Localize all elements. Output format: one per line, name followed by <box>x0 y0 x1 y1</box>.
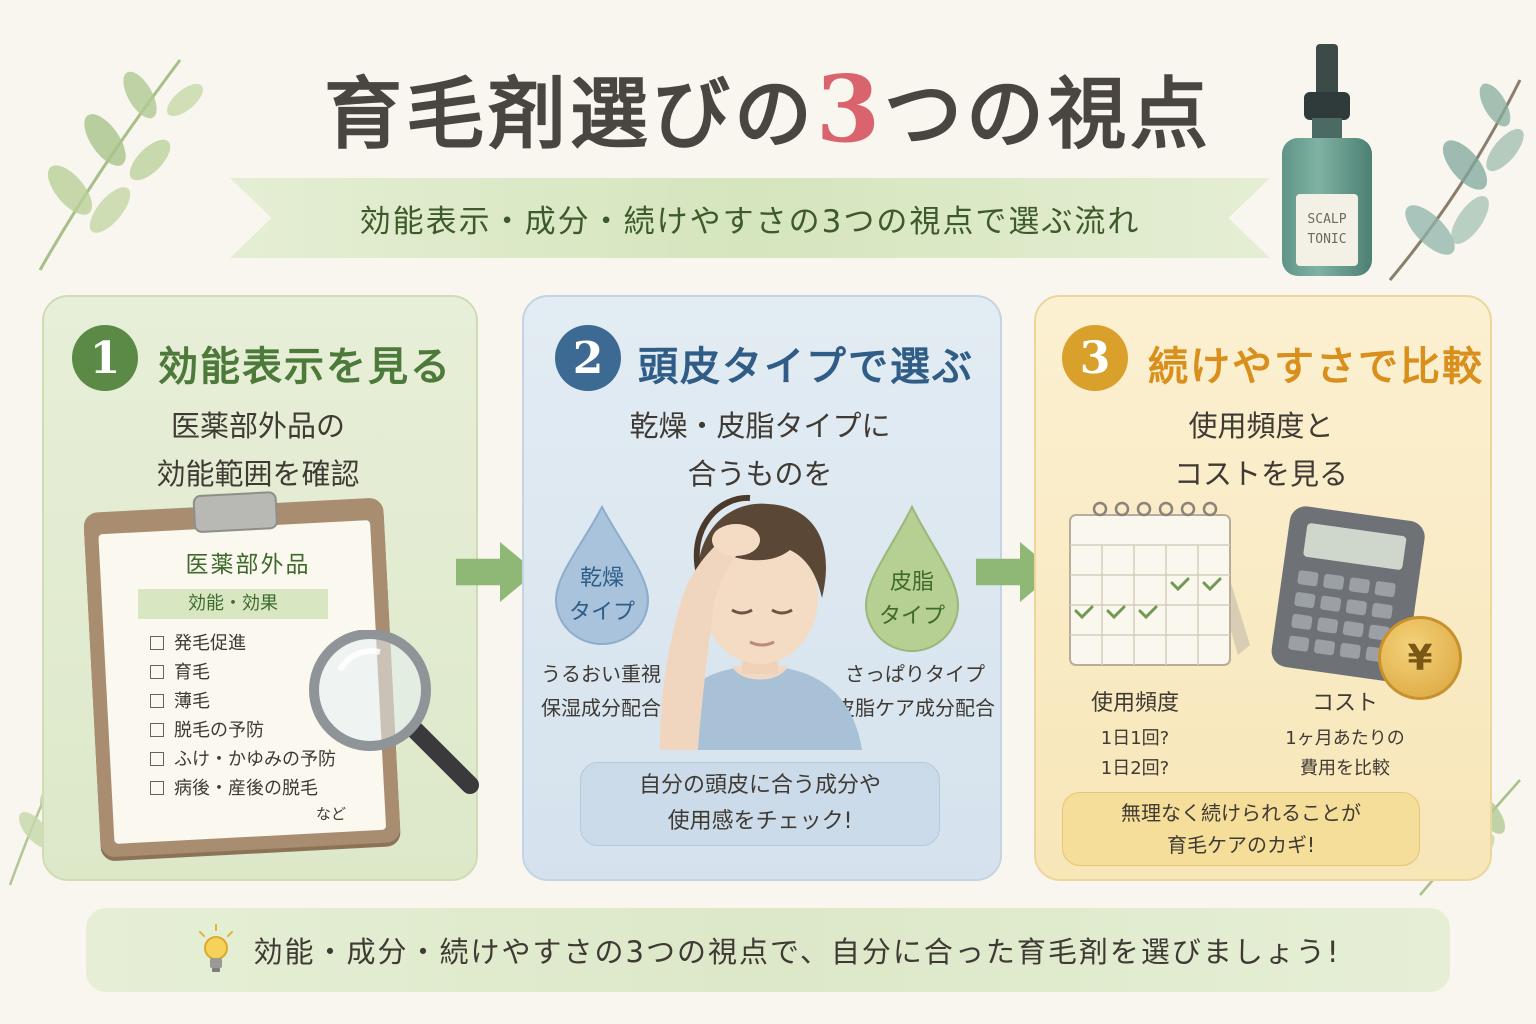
step3-description: 使用頻度と コストを見る <box>1173 409 1348 491</box>
dry-type-note: うるおい重視 保湿成分配合 <box>541 662 661 720</box>
step2-description: 乾燥・皮脂タイプに 合うものを <box>629 409 891 491</box>
oily-type-note: さっぱりタイプ 皮脂ケア成分配合 <box>835 662 995 720</box>
clipboard-item: 育毛 <box>150 658 368 687</box>
clipboard-item: 病後・産後の脱毛 <box>150 774 368 803</box>
clipboard-content: 医薬部外品 効能・効果 発毛促進 育毛 薄毛 脱毛の予防 ふけ・かゆみの予防 病… <box>128 545 368 824</box>
step1-badge: 1 <box>72 325 138 391</box>
yen-coin: ¥ <box>1378 616 1462 700</box>
clipboard-item: ふけ・かゆみの予防 <box>150 745 368 774</box>
step2-note: 自分の頭皮に合う成分や使用感をチェック! <box>580 762 940 846</box>
frequency-info: 使用頻度 1日1回? 1日2回? <box>1090 691 1179 779</box>
leaf-branch-right-icon <box>1388 79 1524 281</box>
clipboard-etc: など <box>315 805 346 823</box>
step2-heading: 頭皮タイプで選ぶ <box>638 344 974 390</box>
magnifying-glass-icon <box>309 630 479 794</box>
oily-type-label: 皮脂 タイプ <box>878 570 945 629</box>
step1-heading: 効能表示を見る <box>158 344 452 390</box>
step3-badge: 3 <box>1062 325 1128 391</box>
step3-note: 無理なく続けられることが育毛ケアのカギ! <box>1062 792 1420 866</box>
dry-type-label: 乾燥 タイプ <box>568 566 635 625</box>
bottom-summary: 効能・成分・続けやすさの3つの視点で、自分に合った育毛剤を選びましょう! <box>86 908 1450 992</box>
page-title: 育毛剤選びの3つの視点 <box>323 55 1213 163</box>
cost-info: コスト 1ヶ月あたりの 費用を比較 <box>1285 691 1405 779</box>
title-number: 3 <box>815 55 884 163</box>
step2-badge: 2 <box>555 325 621 391</box>
clipboard-item: 脱毛の予防 <box>150 716 368 745</box>
dry-type-drop-icon <box>554 505 650 645</box>
leaf-branch-left-icon <box>38 59 204 271</box>
scalp-tonic-bottle: SCALP TONIC <box>1282 44 1372 276</box>
calculator-icon <box>1271 506 1425 682</box>
bottle-label-line1: SCALP <box>1307 212 1347 227</box>
bottom-summary-text: 効能・成分・続けやすさの3つの視点で、自分に合った育毛剤を選びましょう! <box>253 935 1341 969</box>
subtitle-ribbon: 効能表示・成分・続けやすさの3つの視点で選ぶ流れ <box>230 178 1270 258</box>
oily-type-drop-icon <box>864 505 960 652</box>
person-touching-head-illustration <box>660 494 862 750</box>
subtitle-text: 効能表示・成分・続けやすさの3つの視点で選ぶ流れ <box>359 203 1141 240</box>
clipboard-item: 薄毛 <box>150 687 368 716</box>
step3-heading: 続けやすさで比較 <box>1148 344 1484 390</box>
clipboard-item: 発毛促進 <box>150 629 368 658</box>
lightbulb-icon <box>198 924 233 972</box>
clipboard-label: 効能・効果 <box>138 589 328 619</box>
step1-description: 医薬部外品の 効能範囲を確認 <box>156 409 360 491</box>
calendar-icon <box>1069 501 1250 666</box>
bottle-label-line2: TONIC <box>1307 232 1347 247</box>
clipboard-title: 医薬部外品 <box>185 552 311 578</box>
